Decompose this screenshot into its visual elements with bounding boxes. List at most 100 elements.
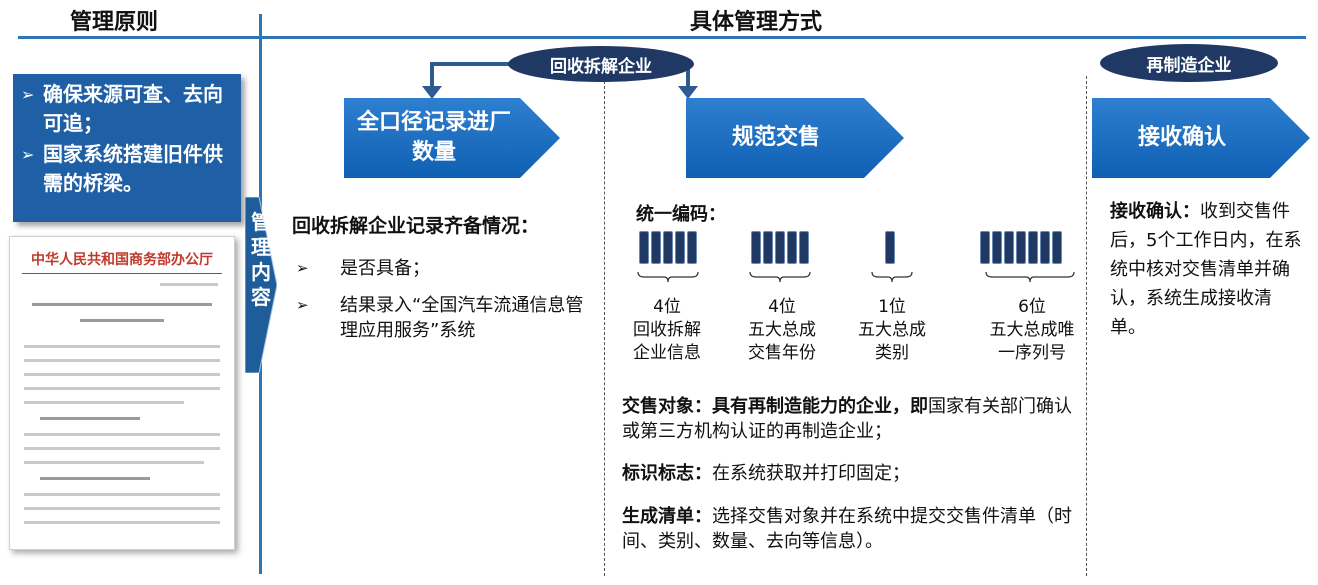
marking-paragraph: 标识标志：在系统获取并打印固定； <box>622 461 1082 486</box>
code-digit <box>885 231 895 264</box>
list-item: ➢ 是否具备； <box>296 256 596 281</box>
arrow-bullet-icon: ➢ <box>296 296 309 314</box>
management-content-label: 管理内容 <box>251 210 271 309</box>
dashed-divider-2 <box>1086 76 1087 576</box>
doc-line <box>40 417 140 420</box>
code-digit <box>639 231 649 264</box>
principles-box: ➢ 确保来源可查、去向可追； ➢ 国家系统搭建旧件供需的桥梁。 <box>13 74 241 222</box>
code-description: 五大总成类别 <box>858 320 926 363</box>
code-digit <box>663 231 673 264</box>
receipt-paragraph: 接收确认：收到交售件后，5个工作日内，在系统中核对交售清单并确认，系统生成接收清… <box>1110 197 1306 342</box>
sale-target-text: 国家有关部门确认或第三方机构认证的再制造企业； <box>622 396 1072 442</box>
code-bracket <box>637 271 699 283</box>
list-item-text: 结果录入“全国汽车流通信息管理应用服务”系统 <box>340 295 584 341</box>
code-length: 4位 <box>653 297 681 317</box>
doc-line <box>80 319 164 322</box>
marking-text: 在系统获取并打印固定； <box>712 463 910 484</box>
code-segment-year: 4位 五大总成交售年份 <box>736 296 828 365</box>
code-bracket <box>749 271 811 283</box>
doc-line <box>32 303 212 306</box>
doc-line <box>160 283 218 286</box>
doc-line <box>24 507 220 510</box>
dashed-divider-1 <box>604 76 605 576</box>
marking-label: 标识标志： <box>622 463 712 484</box>
sale-target-label: 交售对象：具有再制造能力的企业，即 <box>622 396 928 417</box>
code-digit <box>675 231 685 264</box>
code-digits-category <box>885 231 895 264</box>
doc-line <box>24 447 220 450</box>
standard-sale-arrow: 规范交售 <box>686 98 904 178</box>
document-issuer: 中华人民共和国商务部办公厅 <box>31 252 213 268</box>
code-description: 回收拆解企业信息 <box>633 320 701 363</box>
code-title: 统一编码： <box>636 204 726 225</box>
code-digit <box>799 231 809 264</box>
principle-item: ➢ 国家系统搭建旧件供需的桥梁。 <box>21 140 233 198</box>
arrow-bullet-icon: ➢ <box>21 85 35 104</box>
document-red-rule <box>22 273 222 274</box>
list-generation-label: 生成清单： <box>622 506 712 527</box>
doc-line <box>24 461 204 464</box>
record-intake-arrow: 全口径记录进厂数量 <box>344 98 560 178</box>
doc-line <box>24 521 220 524</box>
notice-document-image: 中华人民共和国商务部办公厅 <box>9 236 235 550</box>
code-description: 五大总成交售年份 <box>748 320 816 363</box>
doc-line <box>24 387 220 390</box>
code-length: 1位 <box>878 297 906 317</box>
records-list: ➢ 是否具备； ➢ 结果录入“全国汽车流通信息管理应用服务”系统 <box>296 256 596 343</box>
code-digit <box>687 231 697 264</box>
doc-line <box>24 433 220 436</box>
code-digits-year <box>751 231 809 264</box>
header-divider <box>18 36 1306 39</box>
doc-line <box>24 373 220 376</box>
code-segment-category: 1位 五大总成类别 <box>846 296 938 365</box>
doc-line <box>24 401 184 404</box>
code-bracket <box>985 271 1075 283</box>
code-digit <box>751 231 761 264</box>
code-digit <box>1040 231 1050 264</box>
records-heading: 回收拆解企业记录齐备情况： <box>292 215 540 237</box>
doc-line <box>40 477 150 480</box>
code-digit <box>1028 231 1038 264</box>
management-content-chevron <box>245 197 277 373</box>
code-digit <box>1016 231 1026 264</box>
receipt-confirm-arrow: 接收确认 <box>1092 98 1310 178</box>
principle-item: ➢ 确保来源可查、去向可追； <box>21 80 233 138</box>
remanufacturing-enterprise-badge: 再制造企业 <box>1100 44 1278 82</box>
code-length: 4位 <box>768 297 796 317</box>
code-digit <box>1004 231 1014 264</box>
code-digit <box>980 231 990 264</box>
code-description: 五大总成唯一序列号 <box>989 320 1075 363</box>
code-segment-enterprise: 4位 回收拆解企业信息 <box>622 296 712 365</box>
receipt-text: 收到交售件后，5个工作日内，在系统中核对交售清单并确认，系统生成接收清单。 <box>1110 201 1302 338</box>
sale-target-paragraph: 交售对象：具有再制造能力的企业，即国家有关部门确认或第三方机构认证的再制造企业； <box>622 394 1082 444</box>
list-item-text: 是否具备； <box>340 258 430 279</box>
doc-line <box>24 493 220 496</box>
receipt-label: 接收确认： <box>1110 201 1200 222</box>
code-digit <box>775 231 785 264</box>
arrow-bullet-icon: ➢ <box>296 259 309 277</box>
code-digits-enterprise <box>639 231 697 264</box>
principle-text: 确保来源可查、去向可追； <box>43 82 223 135</box>
code-digit <box>992 231 1002 264</box>
list-item: ➢ 结果录入“全国汽车流通信息管理应用服务”系统 <box>296 293 596 343</box>
doc-line <box>24 359 220 362</box>
code-digit <box>651 231 661 264</box>
recycling-enterprise-badge: 回收拆解企业 <box>508 46 694 82</box>
code-bracket <box>871 271 913 283</box>
code-digit <box>763 231 773 264</box>
code-digits-serial <box>980 231 1062 264</box>
methods-header: 具体管理方式 <box>690 10 823 35</box>
principles-header: 管理原则 <box>70 10 159 35</box>
standard-sale-label: 规范交售 <box>731 125 820 150</box>
code-segment-serial: 6位 五大总成唯一序列号 <box>972 296 1092 365</box>
receipt-confirm-label: 接收确认 <box>1137 125 1226 150</box>
doc-line <box>24 345 220 348</box>
list-generation-text: 选择交售对象并在系统中提交交售件清单（时间、类别、数量、去向等信息）。 <box>622 506 1072 552</box>
arrow-bullet-icon: ➢ <box>21 145 35 164</box>
record-intake-label: 全口径记录进厂数量 <box>356 110 511 165</box>
code-digit <box>1052 231 1062 264</box>
list-generation-paragraph: 生成清单：选择交售对象并在系统中提交交售件清单（时间、类别、数量、去向等信息）。 <box>622 504 1092 554</box>
principle-text: 国家系统搭建旧件供需的桥梁。 <box>43 142 223 195</box>
code-length: 6位 <box>1018 297 1046 317</box>
code-digit <box>787 231 797 264</box>
